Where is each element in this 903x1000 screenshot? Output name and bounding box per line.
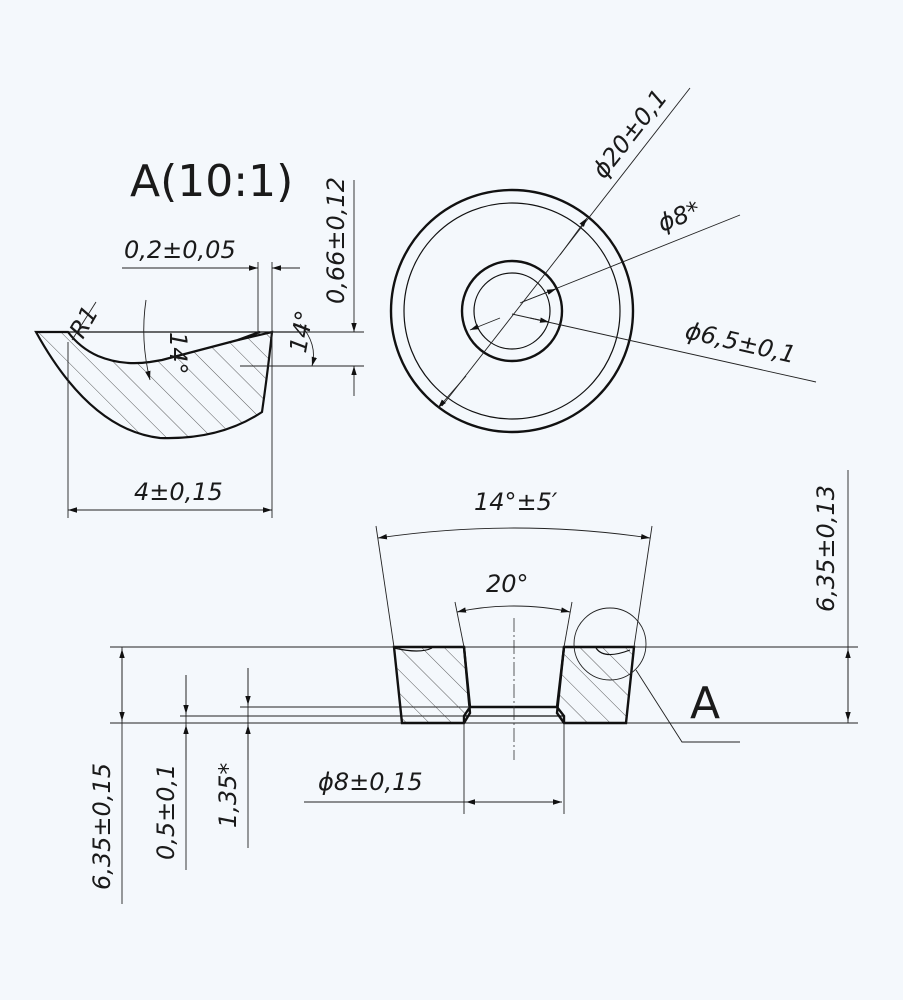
bore-outline	[462, 646, 566, 709]
outer-dia-label: ϕ20±0,1	[587, 84, 673, 184]
detail-profile-section	[34, 330, 274, 440]
step-label: 0,5±0,1	[152, 764, 180, 860]
angle-arc-groove	[143, 299, 151, 381]
radius-leader	[71, 301, 97, 341]
bore-dia-leader	[519, 214, 741, 304]
cone-arc-left	[456, 605, 515, 613]
bore-dia-label: ϕ8*	[654, 195, 704, 237]
detail-circle	[573, 607, 647, 681]
hole-dia-label: ϕ8±0,15	[318, 768, 423, 796]
angle-arc-chamfer	[299, 323, 317, 367]
left-groove	[393, 647, 433, 652]
inner-circle	[473, 272, 551, 350]
detail-chamfer	[237, 330, 261, 342]
outer-circle	[389, 188, 635, 434]
detail-view: A(10:1) R1 14° 0,2±0,05 14° 0,66±0,12	[34, 156, 364, 518]
height-right-label: 6,35±0,13	[812, 485, 840, 612]
taper-arc-left	[377, 527, 515, 540]
section-left-half	[392, 645, 472, 725]
inner-dia-label: ϕ6,5±0,1	[683, 317, 799, 370]
taper-ext-left	[375, 525, 395, 648]
taper-angle-label: 14°±5′	[474, 488, 558, 516]
outer-dia-arrow-top	[559, 217, 588, 256]
cone-ext-right	[563, 601, 573, 648]
inner-dia-arrow	[529, 317, 550, 323]
height-left-label: 6,35±0,15	[88, 763, 116, 890]
outer-chamfer-circle	[403, 202, 621, 420]
offset-label: 0,2±0,05	[124, 236, 236, 264]
detail-callout-label: A	[690, 678, 720, 729]
cone-ext-left	[454, 601, 465, 648]
bore-circle	[460, 259, 564, 363]
cone-arc-right	[513, 605, 571, 613]
angle-label-groove: 14°	[164, 332, 192, 375]
bore-dia-arrow	[469, 317, 501, 331]
width-label: 4±0,15	[134, 478, 223, 506]
cone-angle-label: 20°	[486, 570, 529, 598]
inner-dia-leader	[511, 313, 817, 383]
detail-view-title: A(10:1)	[130, 156, 293, 207]
taper-arc-right	[513, 527, 651, 540]
counterbore-label: 1,35*	[214, 763, 242, 828]
section-view: A 14°±5′ 20° 6,35±0,13 6,35±0,15 0,5±0,1	[88, 470, 858, 904]
section-right-half	[555, 645, 636, 725]
bore-dia-arrow-2	[521, 288, 557, 303]
detail-callout-leader	[635, 669, 740, 743]
right-groove	[595, 647, 631, 656]
outer-dia-arrow-bottom	[437, 375, 467, 409]
taper-ext-right	[633, 525, 653, 648]
top-view: ϕ20±0,1 ϕ8* ϕ6,5±0,1	[389, 84, 817, 434]
depth-label: 0,66±0,12	[322, 177, 350, 304]
